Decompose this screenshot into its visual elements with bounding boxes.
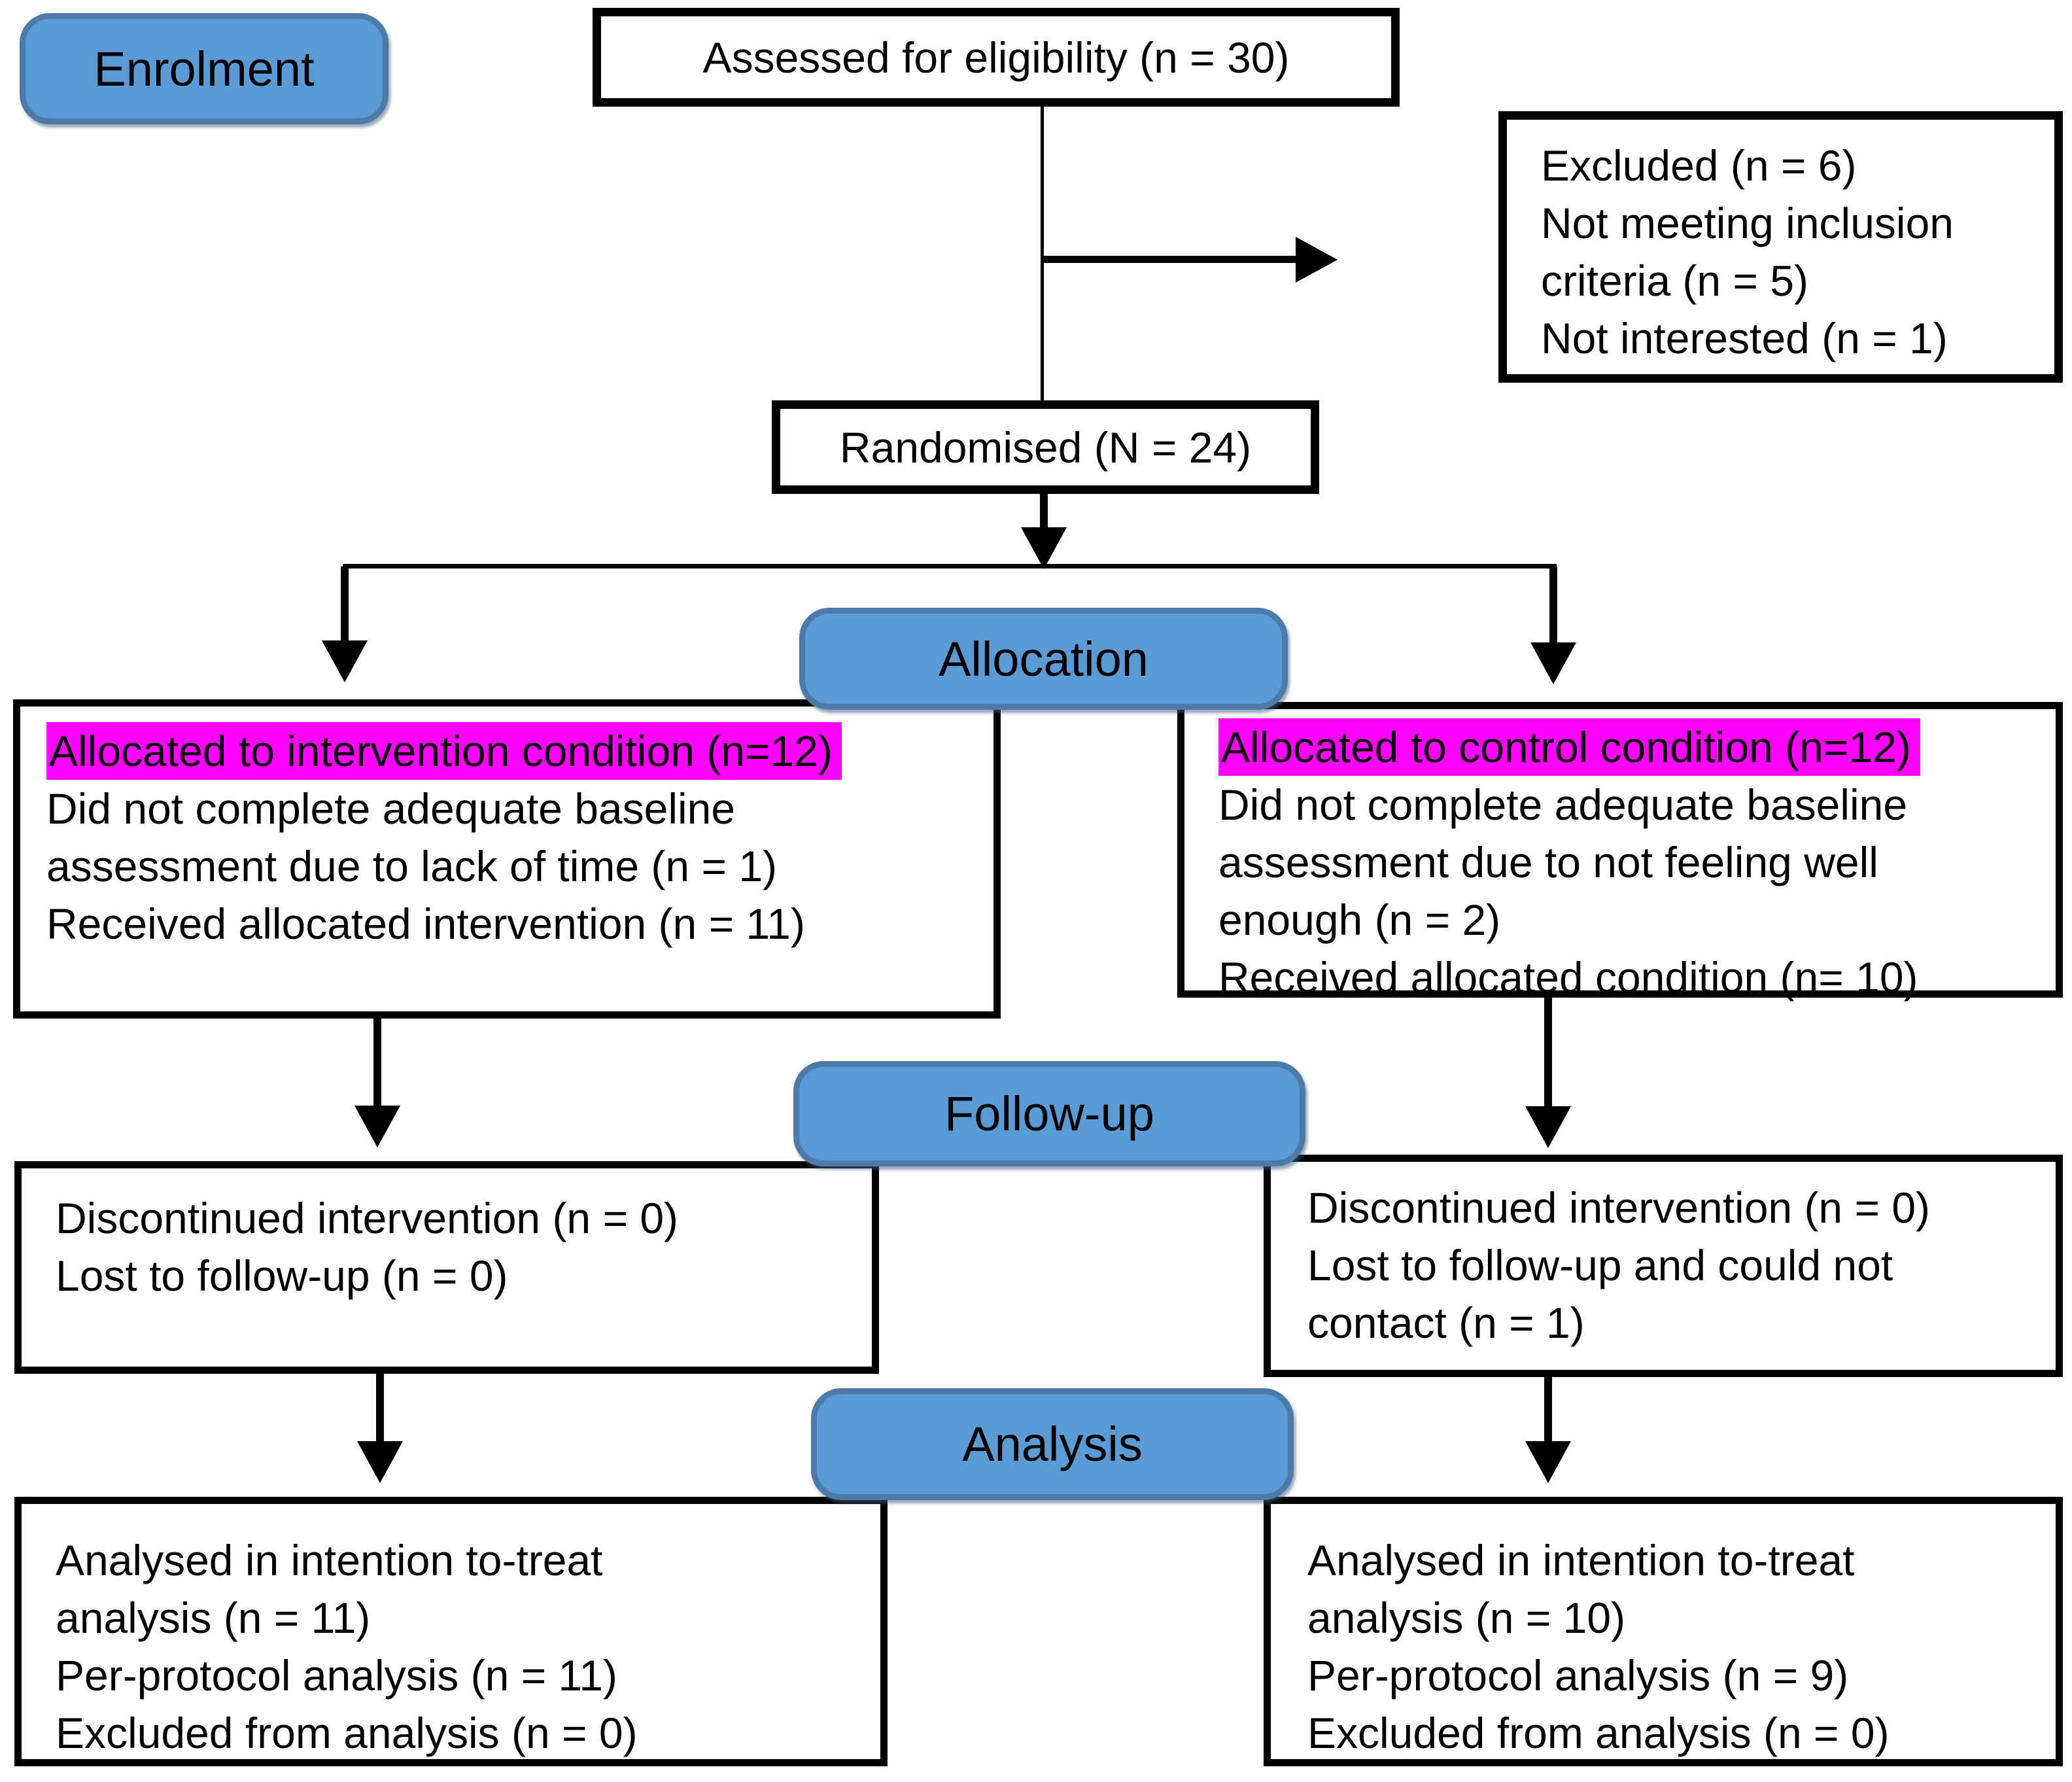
allocation-line: assessment due to not feeling well xyxy=(1218,838,1878,886)
control-to-analysis-arrowhead-icon xyxy=(1525,1441,1571,1483)
allocation-line: Received allocated condition (n= 10) xyxy=(1218,953,1918,1002)
allocation-line: Did not complete adequate baseline xyxy=(1218,780,1908,829)
left-branch-arrowhead-icon xyxy=(322,640,368,682)
analysis-line: Analysed in intention to-treat xyxy=(56,1536,603,1584)
followup-banner-label: Follow-up xyxy=(944,1087,1154,1141)
excluded-line: Excluded (n = 6) xyxy=(1541,141,1857,190)
allocation-line: Received allocated intervention (n = 11) xyxy=(46,900,805,948)
control-to-followup-line xyxy=(1544,996,1552,1108)
intervention-to-followup-line xyxy=(373,1019,381,1107)
analysis-banner: Analysis xyxy=(811,1388,1294,1500)
randomised-text: Randomised (N = 24) xyxy=(839,423,1252,472)
followup-line: Lost to follow-up and could not xyxy=(1307,1241,1893,1289)
control-followup-box: Discontinued intervention (n = 0) Lost t… xyxy=(1264,1155,2063,1377)
allocation-line: enough (n = 2) xyxy=(1218,896,1501,944)
control-analysis-box: Analysed in intention to-treat analysis … xyxy=(1264,1497,2063,1766)
allocation-banner-label: Allocation xyxy=(939,631,1148,686)
excluded-arrowhead-icon xyxy=(1296,237,1338,283)
control-to-followup-arrowhead-icon xyxy=(1525,1106,1571,1148)
allocation-split-line xyxy=(343,564,1557,568)
randomised-box: Randomised (N = 24) xyxy=(772,400,1319,494)
analysis-line: Excluded from analysis (n = 0) xyxy=(56,1709,638,1757)
assessed-text: Assessed for eligibility (n = 30) xyxy=(702,33,1290,82)
analysis-line: analysis (n = 10) xyxy=(1307,1594,1626,1642)
excluded-arrow-line xyxy=(1042,256,1297,263)
intervention-allocation-box: Allocated to intervention condition (n=1… xyxy=(13,699,1001,1019)
followup-banner: Follow-up xyxy=(793,1061,1305,1166)
randomised-down-line xyxy=(1040,494,1048,530)
excluded-line: Not interested (n = 1) xyxy=(1541,314,1948,362)
highlighted-line: Allocated to intervention condition (n=1… xyxy=(46,722,987,780)
randomised-arrowhead-icon xyxy=(1021,527,1067,569)
followup-line: Discontinued intervention (n = 0) xyxy=(56,1194,679,1242)
analysis-line: Per-protocol analysis (n = 11) xyxy=(56,1651,617,1700)
assessed-to-randomised-line xyxy=(1041,107,1044,400)
control-allocation-highlight: Allocated to control condition (n=12) xyxy=(1218,718,1920,776)
right-branch-line xyxy=(1549,567,1557,644)
allocation-line: assessment due to lack of time (n = 1) xyxy=(46,842,778,890)
control-to-analysis-line xyxy=(1544,1377,1552,1442)
analysis-line: Excluded from analysis (n = 0) xyxy=(1307,1709,1890,1757)
analysis-banner-label: Analysis xyxy=(962,1417,1143,1471)
followup-line: Lost to follow-up (n = 0) xyxy=(56,1251,508,1300)
enrolment-banner: Enrolment xyxy=(20,13,389,124)
highlighted-line: Allocated to control condition (n=12) xyxy=(1218,718,2049,776)
intervention-to-analysis-arrowhead-icon xyxy=(357,1441,403,1483)
excluded-box: Excluded (n = 6) Not meeting inclusion c… xyxy=(1498,111,2063,383)
analysis-line: Analysed in intention to-treat xyxy=(1307,1536,1855,1584)
allocation-line: Did not complete adequate baseline xyxy=(46,784,736,833)
left-branch-line xyxy=(341,567,349,642)
control-allocation-box: Allocated to control condition (n=12) Di… xyxy=(1177,702,2063,1002)
excluded-line: criteria (n = 5) xyxy=(1541,256,1808,305)
right-branch-arrowhead-icon xyxy=(1530,642,1576,684)
assessed-box: Assessed for eligibility (n = 30) xyxy=(593,8,1400,107)
intervention-allocation-highlight: Allocated to intervention condition (n=1… xyxy=(46,722,842,780)
followup-line: Discontinued intervention (n = 0) xyxy=(1307,1183,1931,1232)
analysis-line: analysis (n = 11) xyxy=(56,1594,371,1642)
intervention-to-analysis-line xyxy=(376,1374,384,1442)
allocation-banner: Allocation xyxy=(799,608,1288,710)
excluded-line: Not meeting inclusion xyxy=(1541,199,1954,247)
intervention-analysis-box: Analysed in intention to-treat analysis … xyxy=(14,1497,888,1766)
analysis-line: Per-protocol analysis (n = 9) xyxy=(1307,1651,1849,1700)
enrolment-banner-label: Enrolment xyxy=(94,41,315,96)
intervention-to-followup-arrowhead-icon xyxy=(354,1106,400,1147)
intervention-followup-box: Discontinued intervention (n = 0) Lost t… xyxy=(14,1161,879,1374)
followup-line: contact (n = 1) xyxy=(1307,1299,1585,1347)
